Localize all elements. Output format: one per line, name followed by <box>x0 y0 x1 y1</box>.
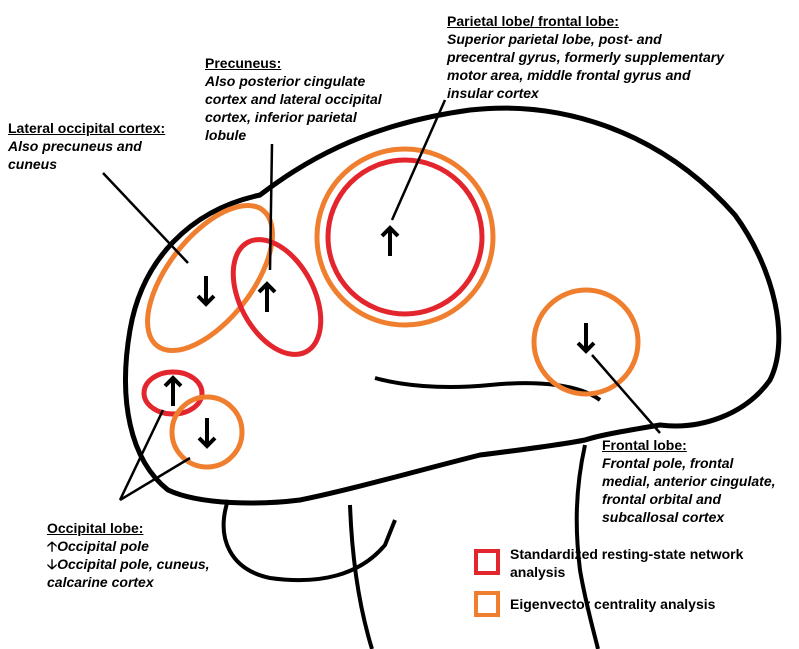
brainstem-outline <box>350 505 372 649</box>
up-arrow-icon: 🡡 <box>47 538 57 554</box>
frontal-line: medial, anterior cingulate, <box>602 472 776 490</box>
legend-swatch-standardized <box>474 549 500 575</box>
precuneus-heading: Precuneus: <box>205 54 382 72</box>
occipital-down-text-2: calcarine cortex <box>47 573 210 591</box>
up-arrow-icon <box>259 284 275 312</box>
lateral-occipital-line: cuneus <box>8 155 165 173</box>
lateral-occipital-label: Lateral occipital cortex: Also precuneus… <box>8 119 165 173</box>
frontal-line: Frontal pole, frontal <box>602 454 776 472</box>
parietal-line: motor area, middle frontal gyrus and <box>447 66 724 84</box>
legend-label-standardized: Standardized resting-state network analy… <box>510 545 743 581</box>
parietal-line: insular cortex <box>447 84 724 102</box>
down-arrow-icon: 🡣 <box>47 556 57 572</box>
parietal-region-eigenvector-outer <box>317 149 493 325</box>
leader-line-lateral-occipital <box>103 173 188 263</box>
frontal-line: subcallosal cortex <box>602 508 776 526</box>
legend-label-eigenvector: Eigenvector centrality analysis <box>510 595 715 613</box>
parietal-line: precentral gyrus, formerly supplementary <box>447 48 724 66</box>
occipital-heading: Occipital lobe: <box>47 519 210 537</box>
precuneus-line: cortex, inferior parietal <box>205 108 382 126</box>
occipital-up-row: 🡡Occipital pole <box>47 537 210 555</box>
precuneus-label: Precuneus: Also posterior cingulate cort… <box>205 54 382 144</box>
occipital-down-text: Occipital pole, cuneus, <box>57 556 209 572</box>
down-arrow-icon <box>198 276 214 304</box>
cerebellum-outline <box>224 500 395 580</box>
precuneus-line: Also posterior cingulate <box>205 72 382 90</box>
precuneus-region-standardized <box>215 225 339 369</box>
frontal-line: frontal orbital and <box>602 490 776 508</box>
legend-text-standardized: Standardized resting-state network <box>510 546 743 562</box>
up-arrow-icon <box>382 228 398 256</box>
parietal-label: Parietal lobe/ frontal lobe: Superior pa… <box>447 12 724 102</box>
legend-swatch-eigenvector <box>474 591 500 617</box>
legend: Standardized resting-state network analy… <box>474 545 794 625</box>
legend-text-eigenvector: Eigenvector centrality analysis <box>510 596 715 612</box>
occipital-label: Occipital lobe: 🡡Occipital pole 🡣Occipit… <box>47 519 210 591</box>
parietal-heading: Parietal lobe/ frontal lobe: <box>447 12 724 30</box>
up-arrow-icon <box>165 378 181 406</box>
occipital-up-text: Occipital pole <box>57 538 149 554</box>
frontal-label: Frontal lobe: Frontal pole, frontal medi… <box>602 436 776 526</box>
parietal-region-standardized-inner <box>328 160 482 314</box>
occipital-down-row: 🡣Occipital pole, cuneus, <box>47 555 210 573</box>
lateral-occipital-line: Also precuneus and <box>8 137 165 155</box>
down-arrow-icon <box>578 323 594 351</box>
parietal-line: Superior parietal lobe, post- and <box>447 30 724 48</box>
precuneus-line: lobule <box>205 126 382 144</box>
down-arrow-icon <box>199 418 215 446</box>
legend-text-standardized-2: analysis <box>510 564 565 580</box>
lateral-occipital-heading: Lateral occipital cortex: <box>8 119 165 137</box>
precuneus-line: cortex and lateral occipital <box>205 90 382 108</box>
frontal-heading: Frontal lobe: <box>602 436 776 454</box>
